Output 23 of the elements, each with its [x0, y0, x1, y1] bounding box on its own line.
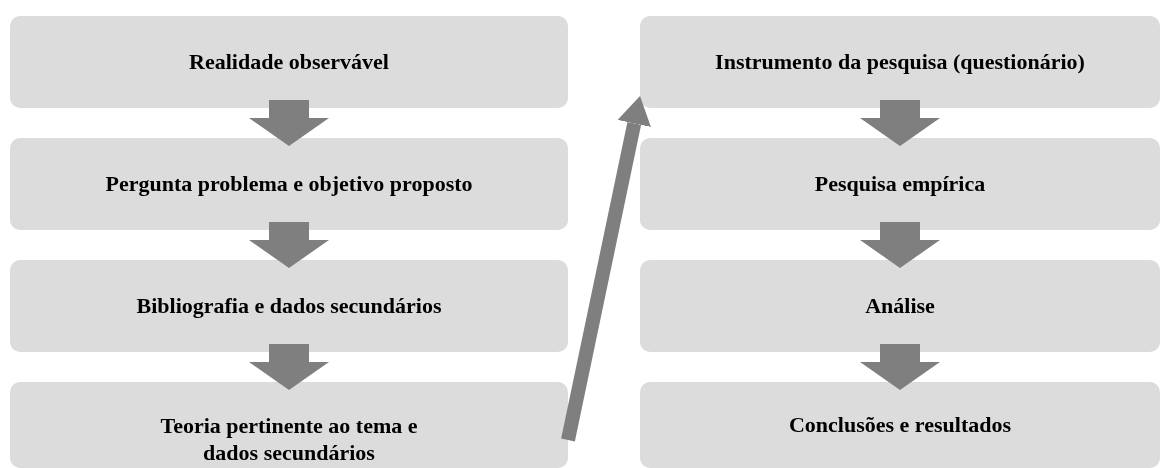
arrow	[860, 344, 940, 390]
box-label: Bibliografia e dados secundários	[136, 292, 442, 320]
box-label: Pergunta problema e objetivo proposto	[105, 170, 473, 198]
box-label: Instrumento da pesquisa (questionário)	[715, 48, 1085, 76]
process-box	[10, 382, 568, 468]
process-box	[640, 16, 1160, 108]
box-label: Conclusões e resultados	[788, 411, 1012, 439]
box-label: Análise	[865, 292, 935, 320]
process-box	[640, 138, 1160, 230]
box-label: Teoria pertinente ao tema e dados secundários	[159, 413, 419, 466]
process-box	[10, 138, 568, 230]
arrow	[561, 96, 651, 442]
arrow	[249, 222, 329, 268]
arrow	[860, 100, 940, 146]
process-box	[640, 260, 1160, 352]
arrow	[249, 344, 329, 390]
arrow	[249, 100, 329, 146]
box-label: Pesquisa empírica	[814, 170, 986, 198]
box-label: Realidade observável	[189, 48, 389, 76]
arrow	[860, 222, 940, 268]
process-box	[10, 16, 568, 108]
process-box	[640, 382, 1160, 468]
process-box	[10, 260, 568, 352]
